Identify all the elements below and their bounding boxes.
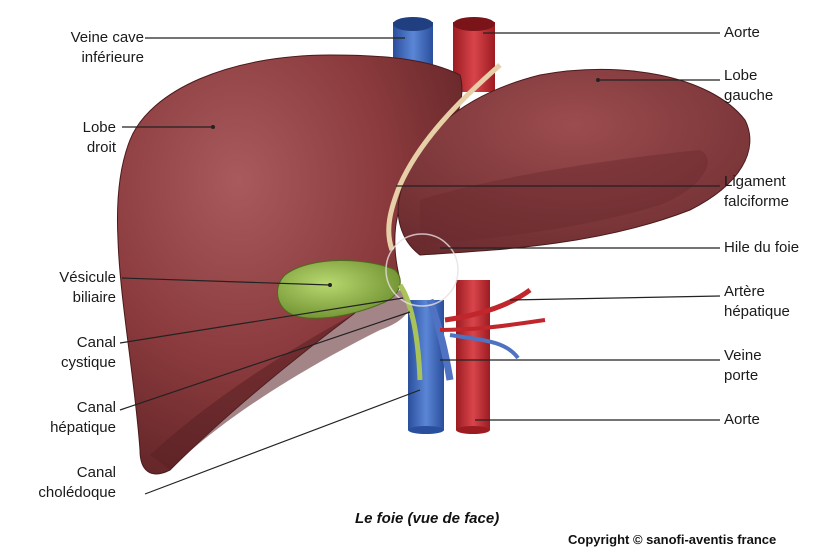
vena-cava-bottom-end [408, 426, 444, 434]
label-vesicule: Vésicule biliaire [8, 268, 116, 308]
label-aorte-bottom-text: Aorte [724, 410, 824, 430]
copyright-notice: Copyright © sanofi-aventis france [568, 532, 776, 547]
label-canal-hepatique-text: Canal hépatique [8, 398, 116, 438]
label-veine-cave-text: Veine cave inférieure [8, 28, 144, 68]
dot-lobe-droit [211, 125, 215, 129]
label-artere: Artère hépatique [724, 282, 828, 322]
label-hile: Hile du foie [724, 238, 828, 258]
label-aorte-top: Aorte [724, 23, 824, 43]
figure-caption: Le foie (vue de face) [355, 510, 499, 527]
label-canal-hepatique: Canal hépatique [8, 398, 116, 438]
label-aorte-top-text: Aorte [724, 23, 824, 43]
aorta-bottom-end [456, 426, 490, 434]
label-lobe-droit: Lobe droit [8, 118, 116, 158]
aorta-top-opening [453, 17, 495, 31]
label-hile-text: Hile du foie [724, 238, 828, 258]
label-vesicule-text: Vésicule biliaire [8, 268, 116, 308]
vena-cava-top-opening [393, 17, 433, 31]
dot-lobe-gauche [596, 78, 600, 82]
dot-vesicule [328, 283, 332, 287]
label-ligament: Ligament falciforme [724, 172, 828, 212]
hepatic-artery-branch [440, 320, 545, 330]
label-canal-choledoque-text: Canal cholédoque [2, 463, 116, 503]
label-aorte-bottom: Aorte [724, 410, 824, 430]
leader-artere [510, 296, 720, 300]
label-lobe-gauche-text: Lobe gauche [724, 66, 824, 106]
label-canal-cystique: Canal cystique [8, 333, 116, 373]
label-canal-choledoque: Canal cholédoque [2, 463, 116, 503]
aorta-bottom [456, 280, 490, 430]
label-veine-porte: Veine porte [724, 346, 824, 386]
label-veine-cave: Veine cave inférieure [8, 28, 144, 68]
label-ligament-text: Ligament falciforme [724, 172, 828, 212]
label-artere-text: Artère hépatique [724, 282, 828, 322]
label-canal-cystique-text: Canal cystique [8, 333, 116, 373]
label-lobe-gauche: Lobe gauche [724, 66, 824, 106]
label-veine-porte-text: Veine porte [724, 346, 824, 386]
label-lobe-droit-text: Lobe droit [8, 118, 116, 158]
